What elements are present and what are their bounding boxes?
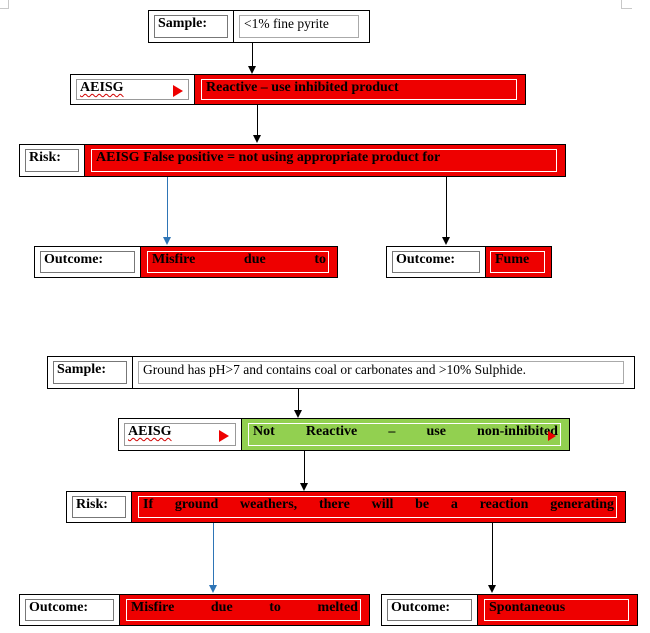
- flow1-outcome-right-label-box: Outcome:: [386, 246, 486, 278]
- flow2-risk-word: will: [371, 497, 394, 512]
- flow2-sample-value-box: Ground has pH>7 and contains coal or car…: [132, 356, 635, 389]
- flow2-aeisg-result: Not Reactive – use non-inhibited: [248, 423, 561, 446]
- flow2-outcome-right-text: Spontaneous: [484, 599, 629, 621]
- flow2-aeisg-result-box: Not Reactive – use non-inhibited: [241, 418, 570, 451]
- flow2-risk-word: generating: [550, 497, 614, 512]
- arrow-down-icon: [300, 483, 308, 491]
- flow2-outcome-left-word: melted: [317, 600, 358, 615]
- flow1-sample-label-box: Sample:: [148, 10, 234, 43]
- flow2-outcome-left-word: to: [269, 600, 281, 615]
- flow2-outcome-left-box: Misfire due to melted: [119, 594, 370, 626]
- flow1-sample-value-box: <1% fine pyrite: [233, 10, 370, 43]
- red-triangle-icon: [219, 430, 229, 442]
- flow2-sample-label: Sample:: [53, 361, 127, 384]
- flow2-connector-1: [298, 389, 299, 410]
- page-corner-mark-right: [621, 0, 632, 9]
- flow2-risk-label: Risk:: [72, 496, 126, 518]
- flow1-connector-left: [167, 177, 168, 237]
- flow1-outcome-left-word: Misfire: [152, 252, 196, 267]
- flow2-aeisg-label: AEISG: [128, 424, 172, 439]
- flow1-aeisg-label: AEISG: [80, 80, 124, 95]
- arrow-down-icon: [488, 585, 496, 593]
- flow1-risk-box: AEISG False positive = not using appropr…: [84, 144, 566, 177]
- flow1-risk-label: Risk:: [25, 149, 79, 172]
- flow2-outcome-left-label-box: Outcome:: [19, 594, 120, 626]
- page-corner-mark-left: [0, 0, 9, 9]
- flow2-connector-left: [213, 523, 214, 585]
- flow2-risk-word: there: [318, 497, 350, 512]
- flow2-risk-box: If ground weathers, there will be a reac…: [131, 491, 626, 523]
- flow1-connector-2: [257, 105, 258, 135]
- flow2-aeisg-word: –: [388, 424, 396, 439]
- red-triangle-icon: [173, 85, 183, 97]
- arrow-down-icon: [163, 237, 171, 245]
- flow1-aeisg-label-box: AEISG: [70, 74, 195, 105]
- flow1-sample-label: Sample:: [154, 15, 228, 38]
- flow1-outcome-right-box: Fume: [485, 246, 552, 278]
- flow2-aeisg-word: non-inhibited: [477, 424, 558, 439]
- flow2-outcome-right-label: Outcome:: [387, 599, 472, 621]
- flow1-outcome-left-word: due: [243, 252, 266, 267]
- flow1-risk-label-box: Risk:: [19, 144, 85, 177]
- flow1-outcome-left-label-box: Outcome:: [34, 246, 141, 278]
- flow2-connector-2: [304, 451, 305, 483]
- red-triangle-icon: [548, 431, 556, 441]
- flow1-outcome-left-text: Misfire due to: [147, 251, 329, 273]
- flow2-sample-label-box: Sample:: [47, 356, 133, 389]
- flow1-aeisg-result: Reactive – use inhibited product: [201, 79, 517, 100]
- flow2-outcome-right-box: Spontaneous: [477, 594, 638, 626]
- flow2-risk-word: If: [143, 497, 154, 512]
- flow2-aeisg-word: use: [426, 424, 446, 439]
- flow2-risk-word: a: [450, 497, 458, 512]
- flow2-outcome-left-word: due: [210, 600, 233, 615]
- flow1-outcome-left-box: Misfire due to: [140, 246, 338, 278]
- flow1-connector-1: [252, 43, 253, 66]
- arrow-down-icon: [253, 135, 261, 143]
- flow2-connector-right: [492, 523, 493, 585]
- flow2-risk-word: weathers,: [240, 497, 298, 512]
- flow1-sample-value: <1% fine pyrite: [239, 15, 359, 38]
- arrow-down-icon: [209, 585, 217, 593]
- flow2-aeisg-word: Reactive: [305, 424, 358, 439]
- flow1-outcome-left-label: Outcome:: [40, 251, 135, 273]
- flow2-risk-word: reaction: [479, 497, 529, 512]
- flow2-aeisg-label-box: AEISG: [118, 418, 242, 451]
- flow2-risk-label-box: Risk:: [66, 491, 132, 523]
- flow2-sample-value: Ground has pH>7 and contains coal or car…: [138, 361, 624, 384]
- flow2-outcome-right-label-box: Outcome:: [381, 594, 478, 626]
- flow1-risk-text: AEISG False positive = not using appropr…: [91, 149, 557, 172]
- arrow-down-icon: [248, 66, 256, 74]
- flow2-outcome-left-text: Misfire due to melted: [126, 599, 361, 621]
- flow2-aeisg-word: Not: [253, 424, 275, 439]
- flow2-risk-word: ground: [174, 497, 219, 512]
- flow2-outcome-left-label: Outcome:: [25, 599, 114, 621]
- arrow-down-icon: [442, 237, 450, 245]
- flow1-outcome-right-label: Outcome:: [392, 251, 480, 273]
- flow1-outcome-left-word: to: [314, 252, 326, 267]
- flow1-connector-right: [446, 177, 447, 237]
- flow2-risk-text: If ground weathers, there will be a reac…: [138, 496, 617, 518]
- arrow-down-icon: [294, 410, 302, 418]
- flow1-outcome-right-text: Fume: [490, 251, 545, 273]
- flow1-aeisg-result-box: Reactive – use inhibited product: [194, 74, 526, 105]
- flow2-outcome-left-word: Misfire: [131, 600, 175, 615]
- flow2-risk-word: be: [415, 497, 430, 512]
